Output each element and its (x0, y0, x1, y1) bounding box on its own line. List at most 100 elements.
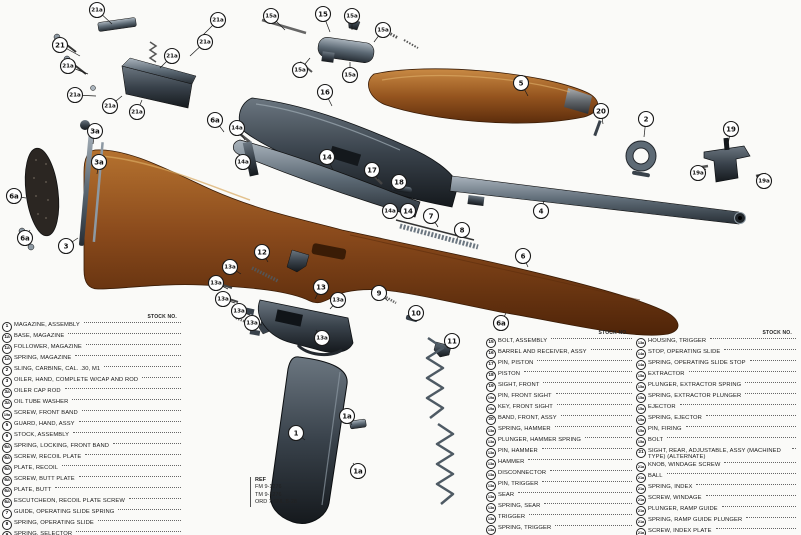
callout-number: 15a (346, 14, 358, 20)
callout-number: 13a (224, 265, 236, 271)
butt-plate (24, 147, 60, 237)
receiver-highlight (255, 103, 401, 151)
part-number-badge: 19 (486, 382, 496, 392)
part-name: PLUNGER, RAMP GUIDE (648, 505, 718, 512)
part-number-badge: 1a (2, 344, 12, 354)
callout-number: 15 (318, 11, 328, 19)
part-number-badge: 13a (486, 525, 496, 535)
part-number-badge: 20 (486, 415, 496, 425)
callout-circle (374, 21, 392, 39)
part-number-badge: 6 (2, 432, 12, 442)
callout-number: 13a (233, 309, 245, 315)
dotted-leader (76, 531, 181, 532)
callout-13a: 13a (207, 274, 229, 292)
part-name: PIN, HAMMER (498, 448, 538, 454)
callout-6a: 6a (206, 111, 225, 133)
callout-14a: 14a (381, 202, 399, 220)
dotted-leader (75, 355, 181, 356)
callout-17: 17 (363, 161, 381, 180)
part-number-badge: 15a (636, 404, 646, 414)
callout-13a: 13a (221, 258, 242, 276)
callout-number: 21a (69, 93, 81, 99)
callout-number: 14 (322, 154, 332, 162)
ejector-spring (403, 39, 419, 49)
callout-circle (228, 119, 246, 137)
dotted-leader (556, 404, 632, 405)
callout-2: 2 (637, 110, 655, 138)
dotted-leader (715, 527, 796, 529)
part-name: PLUNGER, EXTRACTOR SPRING (648, 382, 742, 388)
aperture-slide (97, 17, 137, 32)
bolt-parts (261, 17, 419, 73)
callout-circle (51, 36, 69, 54)
callout-circle (316, 83, 334, 101)
magazine-spring-2 (435, 422, 455, 505)
part-name: ESCUTCHEON, RECOIL PLATE SCREW (14, 498, 125, 504)
callout-number: 21a (91, 8, 103, 14)
piston-pin (373, 175, 383, 185)
part-name: SCREW, BUTT PLATE (14, 476, 75, 482)
rear-sight-ramp (121, 57, 197, 85)
part-name: SPRING, OPERATING SLIDE STOP (648, 360, 746, 366)
hand-guard-band (564, 88, 592, 114)
callout-number: 13a (217, 297, 229, 303)
part-row: 9SPRING, SELECTOR (2, 531, 183, 535)
part-number-badge: 21a (636, 516, 646, 527)
callout-circle (341, 66, 359, 84)
callout-number: 15a (344, 73, 356, 79)
part-name: BOLT, ASSEMBLY (498, 338, 548, 344)
dotted-leader (696, 483, 796, 485)
part-number-badge: 15a (636, 382, 646, 392)
part-number-badge: 9 (2, 531, 12, 535)
callout-number: 21a (199, 40, 211, 46)
callout-number: 19 (726, 126, 736, 134)
callout-circle (101, 97, 119, 115)
callout-20: 20 (592, 102, 610, 125)
dotted-leader (118, 509, 181, 510)
hammer-spring (251, 266, 279, 283)
part-name: BOLT (648, 437, 664, 443)
callout-13a: 13a (313, 329, 331, 347)
sling-swivel (632, 170, 650, 178)
barrel-channel-line (349, 234, 641, 301)
callout-number: 1 (294, 430, 299, 438)
part-name: SEAR (498, 492, 515, 498)
stock-no-header: STOCK NO. (598, 330, 628, 336)
callout-circle (349, 462, 367, 480)
operating-slide-arm (242, 141, 259, 177)
callout-number: 21a (166, 54, 178, 60)
callout-number: 21 (55, 42, 65, 50)
stock-no-header: STOCK NO. (762, 330, 792, 336)
callout-number: 13a (210, 281, 222, 287)
callout-number: 16 (320, 89, 330, 97)
checker-dot (35, 195, 37, 197)
part-name: EXTRACTOR (648, 371, 685, 377)
part-name: SPRING, OPERATING SLIDE (14, 520, 94, 526)
callout-number: 14a (384, 209, 396, 215)
op-spring (399, 223, 479, 250)
stock-shape (83, 149, 679, 336)
dotted-leader (529, 514, 632, 515)
callout-14a: 14a (234, 153, 252, 171)
part-number-badge: 19a (486, 393, 496, 403)
dotted-leader (542, 481, 632, 482)
part-number-badge: 8 (2, 520, 12, 530)
dotted-leader (73, 432, 181, 433)
callout-number: 3a (90, 128, 100, 136)
dotted-leader (585, 437, 632, 438)
part-name: BAND, FRONT, ASSY (498, 415, 557, 421)
part-number-badge: 13a (486, 514, 496, 524)
